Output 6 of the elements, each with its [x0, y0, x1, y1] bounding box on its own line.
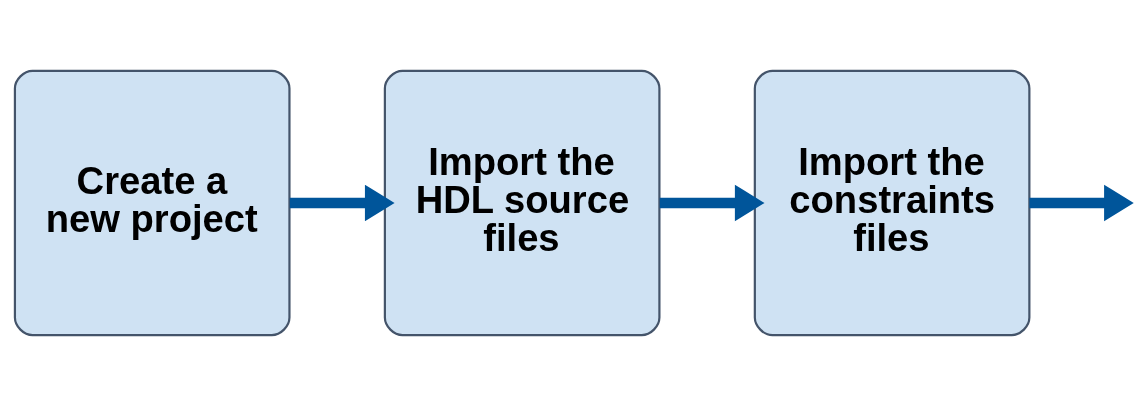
- node-box: Import the constraints files: [753, 69, 1031, 336]
- node-box: Create a new project: [13, 69, 291, 336]
- arrow: [1029, 184, 1134, 221]
- arrow: [659, 184, 765, 221]
- arrow: [289, 184, 395, 221]
- node-box: Import the HDL source files: [383, 69, 661, 336]
